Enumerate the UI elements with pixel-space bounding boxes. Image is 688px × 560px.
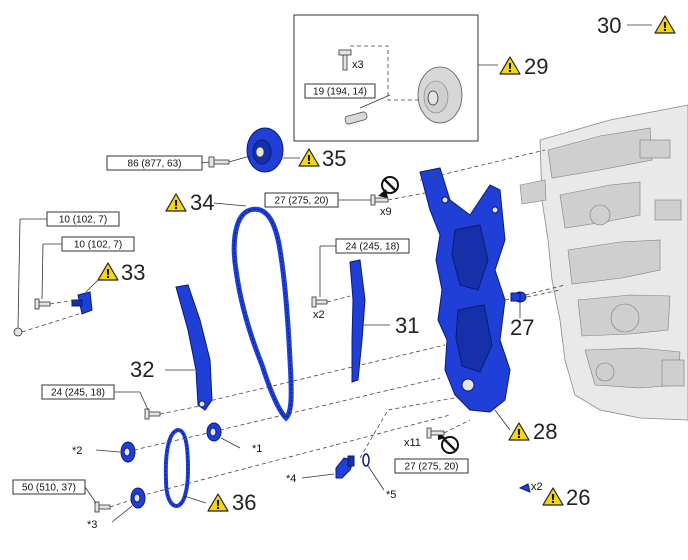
part-35-bolt (208, 156, 230, 168)
warning-triangle-icon (207, 493, 229, 513)
reference-label-3: *3 (87, 519, 97, 531)
callout-32: 32 (130, 357, 154, 382)
quantity-label-cover: x9 (380, 206, 392, 218)
part-29-frame (293, 14, 479, 142)
warning-triangle-icon (298, 148, 320, 168)
torque-label-35: 86 (877, 63) (128, 159, 182, 170)
quantity-label-29: x3 (352, 59, 364, 71)
reference-label-5: *5 (386, 489, 396, 501)
sealant-applicator-icon (438, 432, 459, 454)
callout-28: 28 (533, 419, 557, 444)
reference-label-2: *2 (72, 445, 82, 457)
oil-pump-drive-sprocket-part (120, 441, 136, 463)
torque-box-cover-lower (394, 458, 469, 474)
torque-label-29: 19 (194, 14) (313, 87, 367, 98)
quantity-label-cover-lower: x11 (404, 437, 421, 449)
callout-29: 29 (524, 54, 548, 79)
torque-label-cover: 27 (275, 20) (275, 196, 329, 207)
callout-33: 33 (121, 260, 145, 285)
oil-jet-part (510, 291, 527, 303)
warning-triangle-icon (508, 422, 530, 442)
oil-control-valve-part (344, 111, 368, 125)
crankshaft-sprocket-part (206, 422, 222, 442)
vvt-gear-part (417, 66, 463, 124)
warning-triangle-icon (542, 487, 564, 507)
warning-triangle-icon (654, 15, 676, 35)
chain-guide-part (349, 259, 366, 383)
torque-label-32: 24 (245, 18) (51, 388, 105, 399)
callout-35: 35 (322, 146, 346, 171)
torque-box-29 (304, 83, 376, 99)
reference-label-1: *1 (252, 443, 262, 455)
callout-34: 34 (190, 190, 214, 215)
spring-part (362, 453, 370, 467)
quantity-label-26: x2 (531, 481, 543, 493)
part-29-bolt (338, 49, 352, 71)
engine-block (519, 104, 688, 421)
sealant-applicator-icon (378, 176, 399, 198)
warning-triangle-icon (499, 56, 521, 76)
camshaft-sprocket-part (246, 127, 284, 173)
oil-pump-driven-sprocket-part (130, 487, 146, 509)
callout-31: 31 (395, 313, 419, 338)
reference-label-4: *4 (286, 473, 296, 485)
callout-27: 27 (510, 315, 534, 340)
torque-label-31: 24 (245, 18) (346, 242, 400, 253)
torque-label-36: 50 (510, 37) (22, 483, 76, 494)
timing-chain-cover-part (419, 167, 511, 413)
part-33-bolt-a (34, 298, 51, 310)
tensioner-arm-part (175, 284, 213, 411)
part-32-bolt (144, 408, 161, 420)
chain-damper-part (335, 455, 355, 479)
callout-30: 30 (597, 13, 621, 38)
timing-chain-part (231, 206, 294, 422)
quantity-label-31: x2 (313, 309, 325, 321)
torque-label-33a: 10 (102, 7) (59, 215, 107, 226)
part-31-bolt (311, 296, 328, 308)
part-36-bolt (94, 501, 111, 513)
oil-pump-chain-part (163, 427, 191, 509)
part-33-bolt-b (13, 327, 23, 337)
o-ring-part (518, 483, 531, 493)
callout-26: 26 (566, 485, 590, 510)
torque-label-cover-lower: 27 (275, 20) (405, 462, 459, 473)
warning-triangle-icon (165, 193, 187, 213)
torque-label-33b: 10 (102, 7) (74, 240, 122, 251)
chain-tensioner-part (71, 291, 93, 315)
warning-triangle-icon (97, 262, 119, 282)
callout-36: 36 (232, 490, 256, 515)
